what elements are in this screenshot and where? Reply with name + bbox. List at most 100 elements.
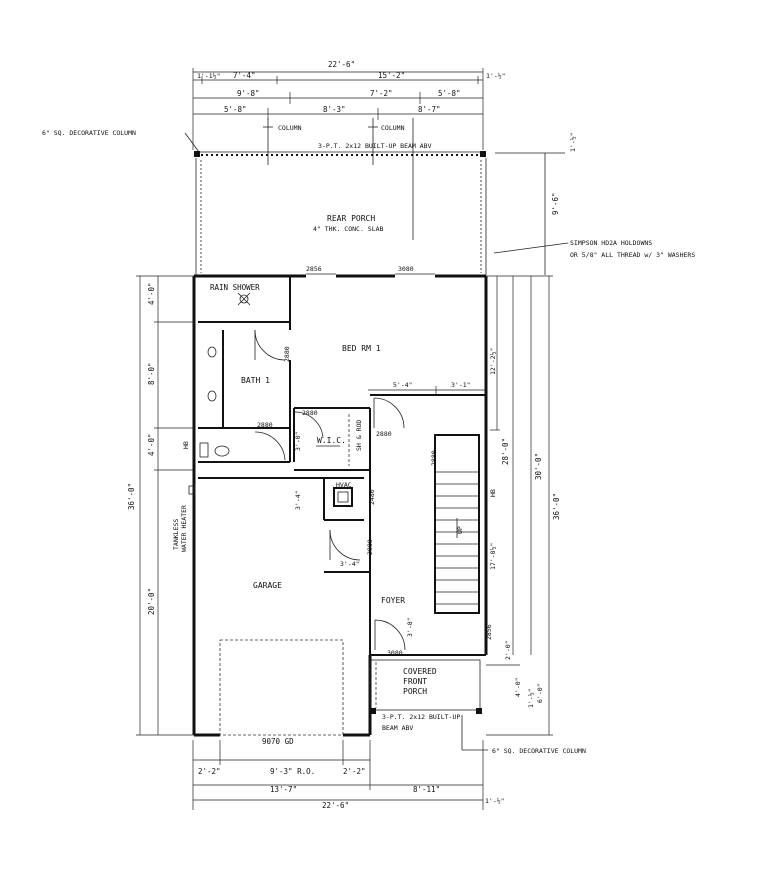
dim-top-r3-b: 8'-3" [323,105,346,114]
dim-right-mid: 30'-0" [534,453,543,480]
dim-bottom-r2-a: 13'-7" [270,785,297,794]
holdowns-line2: OR 5/8" ALL THREAD w/ 3" WASHERS [570,251,695,259]
dim-bottom-small: 1'-½" [485,797,505,805]
dim-top-r3-a: 5'-8" [224,105,247,114]
dim-right-inner: 28'-0" [501,438,510,465]
stairs: UP 2880 [430,434,480,614]
dim-top-total: 22'-6" [328,60,355,69]
dim-top-r2-b: 7'-2" [370,89,393,98]
deco-column-bottom-note: 6" SQ. DECORATIVE COLUMN [492,747,586,755]
porch-label-2: FRONT [403,677,427,686]
wic-side-dim: 3'-0" [294,431,302,451]
water-heater-1: TANKLESS [172,519,180,550]
garage-door: 9070 GD [262,737,294,746]
dim-right-porch: 9'-6" [551,192,560,215]
room-rain-shower: RAIN SHOWER [210,283,260,292]
bottom-dimensions: 2'-2" 9'-3" R.O. 2'-2" 13'-7" 8'-11" 22'… [192,740,505,810]
column-markers: COLUMN COLUMN [263,118,414,240]
dim-right-d: 4'-0" [514,677,522,697]
dim-3-4-a: 3'-4" [294,490,302,510]
door-2856-front: 2856 [485,624,493,640]
dim-right-top-small: 1'-½" [569,132,577,152]
right-dimensions: 36'-0" 30'-0" 28'-0" 12'-2½" 17'-8½" 2'-… [486,275,561,736]
dim-right-b: 17'-8½" [489,543,497,570]
dim-right-outer: 36'-0" [552,493,561,520]
porch-label-1: COVERED [403,667,437,676]
hall-door-swing [373,397,405,429]
rear-porch-area: REAR PORCH 4" THK. CONC. SLAB [194,151,487,275]
rain-shower-room: RAIN SHOWER [198,280,291,330]
dim-3-1: 3'-1" [451,381,471,389]
room-wic: W.I.C. [317,436,346,445]
door-2880-bathb: 2880 [257,421,273,429]
dim-right-f: 1'-½" [527,688,535,708]
dim-left-seg-3: 4'-0" [147,433,156,456]
stair-label: UP [456,526,464,534]
dim-left-total: 36'-0" [127,483,136,510]
dim-right-e: 6'-0" [536,683,544,703]
column-label-1: COLUMN [278,124,302,132]
leader-holdowns [493,242,569,254]
sink-icon [207,390,217,402]
dim-bottom-r1-b: 9'-3" R.O. [270,767,315,776]
dim-bottom-total: 22'-6" [322,801,349,810]
room-hvac: HVAC [336,481,352,489]
garage-parking-outline [219,639,344,736]
sink-icon [207,346,217,358]
dim-left-seg-4: 20'-0" [147,588,156,615]
column-label-2: COLUMN [381,124,405,132]
room-bath: BATH 1 [241,376,270,385]
room-rear-porch-sub: 4" THK. CONC. SLAB [313,225,384,233]
dim-top-r1-c: 15'-2" [378,71,405,80]
hb-right: HB [489,489,497,497]
door-2880-bath: 2880 [283,346,291,362]
room-rear-porch: REAR PORCH [327,214,375,223]
holdowns-line1: SIMPSON HD2A HOLDOWNS [570,239,652,247]
door-2880-garage: 2880 [366,539,374,555]
dim-right-a: 12'-2½" [489,348,497,375]
top-dimensions: 22'-6" 1'-1½" 7'-4" 15'-2" 1'-½" 9'-8" 7… [192,60,506,150]
left-dimensions: 36'-0" 4'-0" 8'-0" 4'-0" 20'-0" [127,275,194,736]
door-2880-wic: 2880 [302,409,318,417]
door-2480: 2480 [368,489,376,505]
garage: 2880 3'-4" GARAGE 9070 GD TANKLESS WATER… [172,470,374,746]
toilet-icon [214,445,230,457]
covered-front-porch: COVERED FRONT PORCH 3-P.T. 2x12 BUILT-UP… [369,659,482,732]
dim-top-r1-b: 7'-4" [233,71,256,80]
dim-5-4: 5'-4" [393,381,413,389]
bedroom: BED RM 1 5'-4" 3'-1" [289,276,486,409]
room-garage: GARAGE [253,581,282,590]
dim-3-8: 3'-8" [406,617,414,637]
beam-bottom-1: 3-P.T. 2x12 BUILT-UP [382,713,460,721]
beam-bottom-2: BEAM ABV [382,724,413,732]
hb-left: HB [182,441,190,449]
walk-in-closet: 2880 W.I.C. 3'-0" SH & ROD [293,408,371,471]
dim-3-4-b: 3'-4" [340,560,360,568]
bath-room: BATH 1 2880 2880 [198,329,291,463]
door-3080-top: 3080 [398,265,414,273]
foyer: FOYER 3'-8" 3080 2856 [374,596,493,657]
dim-left-seg-1: 4'-0" [147,282,156,305]
porch-label-3: PORCH [403,687,427,696]
door-2880-stair: 2880 [430,450,438,466]
shelf-rod: SH & ROD [355,420,363,451]
dim-bottom-r1-a: 2'-2" [198,767,221,776]
water-heater-2: WATER HEATER [180,505,188,552]
door-2880-hall: 2880 [376,430,392,438]
leader-deco-top [184,132,200,153]
dim-bottom-r1-c: 2'-2" [343,767,366,776]
door-2856-top: 2856 [306,265,322,273]
door-3080-front: 3080 [387,649,403,657]
dim-right-c: 2'-0" [504,640,512,660]
dim-top-r1-a: 1'-1½" [197,72,220,80]
deco-column-top-note: 6" SQ. DECORATIVE COLUMN [42,129,136,137]
beam-top-note: 3-P.T. 2x12 BUILT-UP BEAM ABV [318,142,432,150]
exterior-walls [192,274,488,737]
dim-top-r2-a: 9'-8" [237,89,260,98]
dim-top-r1-d: 1'-½" [486,72,506,80]
dim-top-r3-c: 8'-7" [418,105,441,114]
dim-top-r2-c: 5'-8" [438,89,461,98]
dim-bottom-r2-b: 8'-11" [413,785,440,794]
room-bed: BED RM 1 [342,344,381,353]
